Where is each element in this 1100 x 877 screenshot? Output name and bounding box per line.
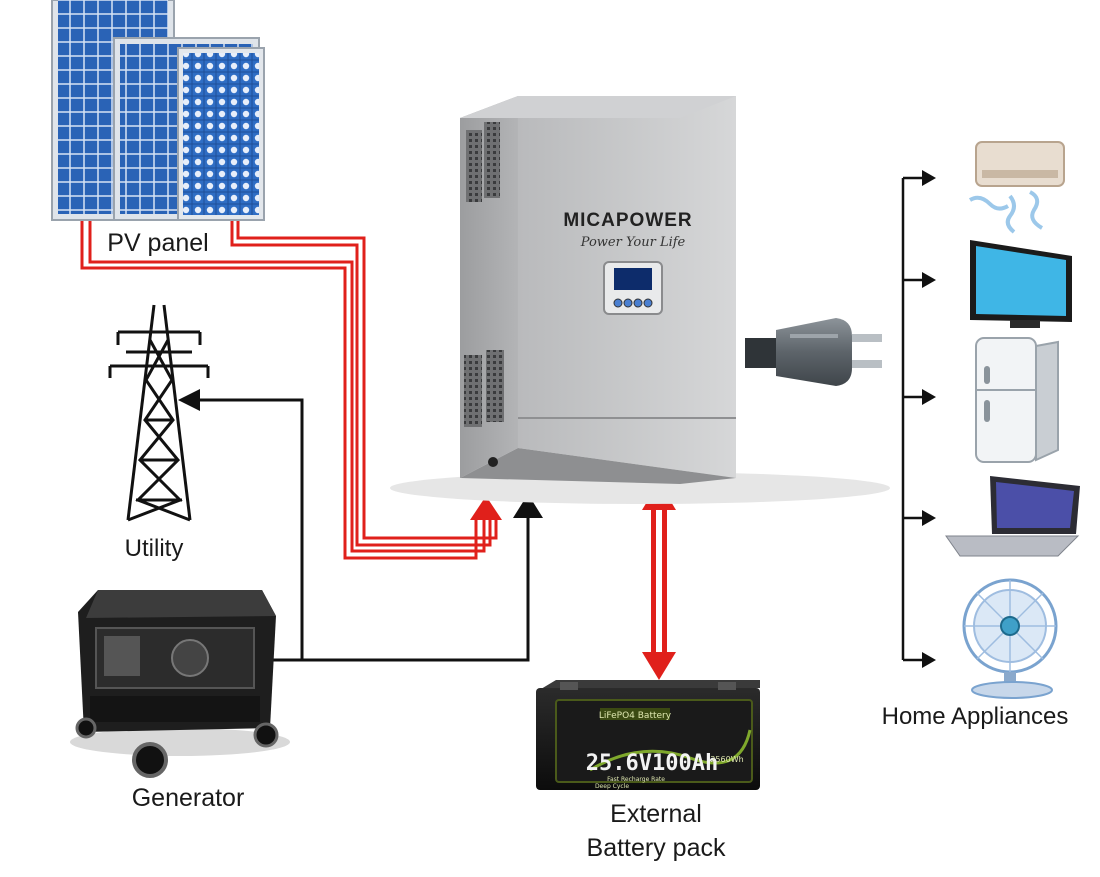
battery-label-line2: Battery pack bbox=[587, 834, 726, 862]
air-conditioner-icon bbox=[968, 141, 1065, 234]
ac-input-arrow bbox=[513, 494, 543, 518]
fan-icon bbox=[962, 578, 1058, 699]
fridge-icon bbox=[975, 337, 1059, 463]
pv-dc-wiring bbox=[80, 220, 498, 560]
battery-type: LiFePO4 Battery bbox=[599, 711, 672, 721]
plug-icon bbox=[745, 318, 882, 386]
battery-label-line1: External bbox=[610, 800, 702, 828]
solar-panel-icon bbox=[51, 0, 265, 221]
power-tower-icon bbox=[108, 304, 210, 522]
tv-icon bbox=[970, 240, 1072, 328]
utility-label: Utility bbox=[125, 535, 184, 562]
home-appliances-label: Home Appliances bbox=[882, 703, 1069, 730]
pv-input-arrow bbox=[470, 496, 502, 520]
battery-energy: 2560Wh bbox=[710, 755, 743, 764]
inverter-icon bbox=[390, 96, 890, 504]
battery-rating: 25.6V100Ah bbox=[586, 751, 718, 776]
ac-input-wiring bbox=[190, 398, 530, 662]
inverter-brand: MICAPOWER bbox=[563, 210, 692, 231]
output-arrows bbox=[922, 170, 936, 668]
battery-note-1: Fast Recharge Rate bbox=[607, 776, 665, 783]
battery-note-2: Deep Cycle bbox=[595, 783, 629, 790]
output-bus bbox=[901, 176, 926, 662]
battery-wiring bbox=[642, 482, 676, 680]
inverter-slogan: Power Your Life bbox=[580, 235, 686, 250]
laptop-icon bbox=[945, 476, 1080, 557]
battery-icon bbox=[536, 680, 760, 790]
utility-arrow bbox=[178, 389, 200, 411]
generator-icon bbox=[70, 590, 290, 778]
generator-label: Generator bbox=[132, 784, 245, 812]
pv-panel-label: PV panel bbox=[107, 229, 208, 257]
